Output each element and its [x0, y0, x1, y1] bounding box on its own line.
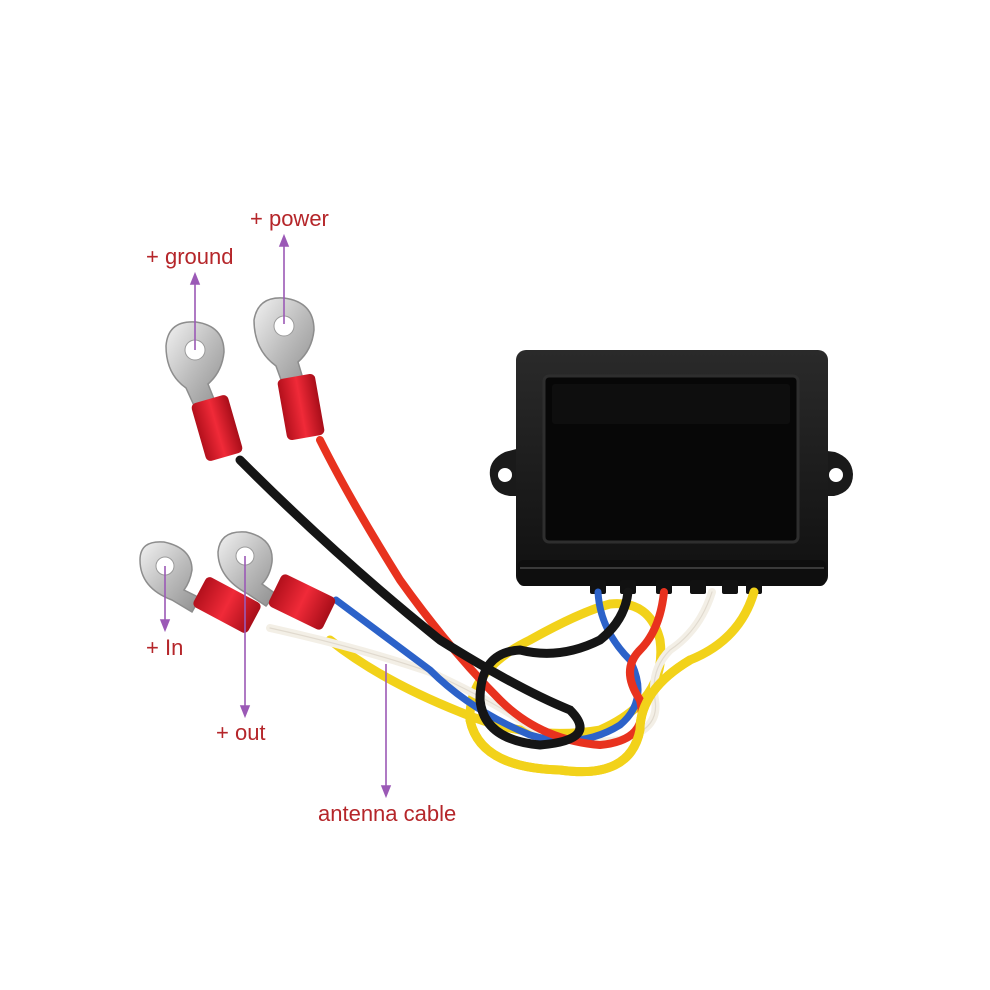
- box-face-highlight: [552, 384, 790, 424]
- box-bottom-lip: [518, 560, 826, 586]
- label-out: + out: [216, 720, 266, 745]
- pointer-lines: [159, 233, 392, 799]
- pointer-out-arrowhead: [239, 705, 251, 719]
- wire-red: [316, 436, 668, 750]
- label-ground: + ground: [146, 244, 234, 269]
- pointer-power-arrowhead: [278, 233, 290, 247]
- label-in: + In: [146, 635, 184, 660]
- ring-terminal-out: [217, 531, 336, 630]
- ring-terminal-power: [253, 297, 325, 441]
- label-antenna-cable: antenna cable: [318, 801, 457, 826]
- box-face-panel: [542, 374, 800, 544]
- receiver-box: [489, 350, 853, 594]
- wire-yellow-front: [465, 655, 695, 777]
- pointer-ground-arrowhead: [189, 271, 201, 285]
- mounting-hole-left: [498, 468, 512, 482]
- mounting-hole-right: [829, 468, 843, 482]
- wire-black: [235, 455, 633, 750]
- pointer-in-arrowhead: [159, 619, 171, 633]
- label-power: + power: [250, 206, 329, 231]
- pointer-antenna-arrowhead: [380, 785, 392, 799]
- ring-terminal-ground: [165, 321, 243, 461]
- wire-bundle: [235, 436, 759, 777]
